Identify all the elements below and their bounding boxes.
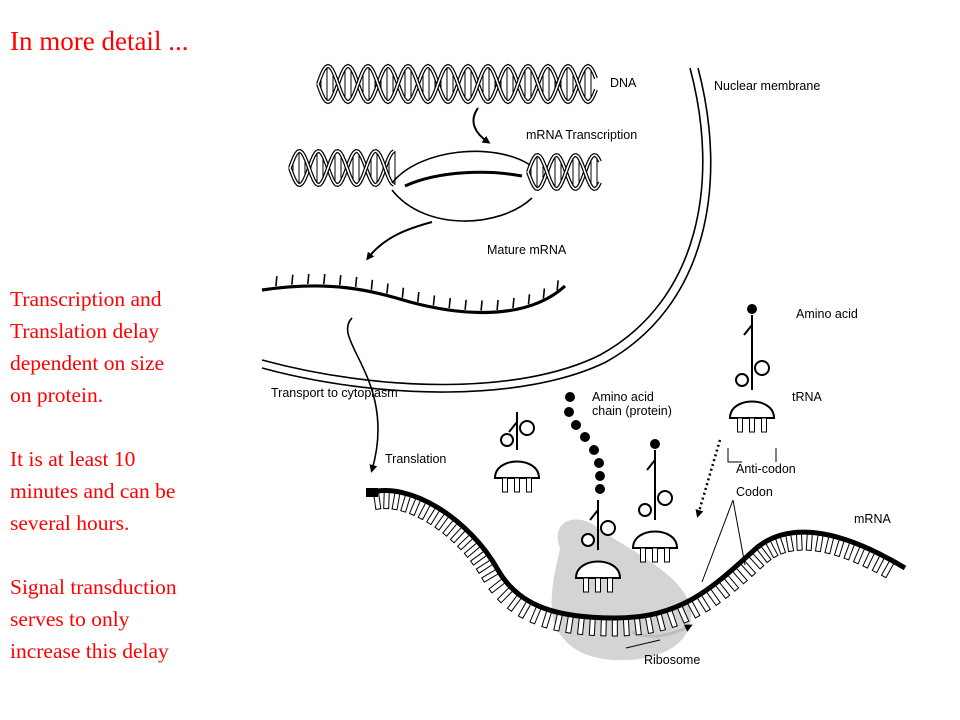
- label-nuclear-membrane: Nuclear membrane: [714, 79, 820, 93]
- side-text: Transcription and Translation delay depe…: [10, 283, 250, 667]
- label-mrna-transcription: mRNA Transcription: [526, 128, 637, 142]
- text-line: Transcription and: [10, 287, 162, 311]
- text-line: dependent on size: [10, 351, 165, 375]
- label-amino-acid-chain-line1: Amino acid: [592, 390, 654, 404]
- paragraph-duration: It is at least 10 minutes and can be sev…: [10, 443, 250, 539]
- nuclear-membrane: [261, 67, 712, 393]
- label-ribosome: Ribosome: [644, 653, 700, 667]
- incoming-trna-arrow: [695, 439, 722, 518]
- trna-group: [493, 304, 776, 593]
- pointer-lines: [625, 448, 777, 649]
- label-codon: Codon: [736, 485, 773, 499]
- paragraph-transcription-delay: Transcription and Translation delay depe…: [10, 283, 250, 411]
- text-line: on protein.: [10, 383, 104, 407]
- label-dna: DNA: [610, 76, 637, 90]
- text-line: increase this delay: [10, 639, 169, 663]
- mature-mrna-strand: [261, 284, 567, 315]
- label-trna: tRNA: [792, 390, 823, 404]
- label-amino-acid-chain-line2: chain (protein): [592, 404, 672, 418]
- text-line: It is at least 10: [10, 447, 136, 471]
- arrow-to-translation: [346, 317, 379, 473]
- amino-acid-chain: [564, 392, 605, 494]
- label-anti-codon: Anti-codon: [736, 462, 796, 476]
- slide-title: In more detail ...: [10, 26, 189, 56]
- ribosome: [551, 519, 692, 661]
- mature-mrna-bases: [275, 273, 559, 311]
- arrow-dna-to-transcription: [472, 107, 491, 144]
- text-line: minutes and can be: [10, 479, 176, 503]
- arrow-to-mature-mrna: [366, 221, 433, 261]
- text-line: serves to only: [10, 607, 130, 631]
- label-translation: Translation: [385, 452, 446, 466]
- label-mature-mrna: Mature mRNA: [487, 243, 567, 257]
- paragraph-signal-transduction: Signal transduction serves to only incre…: [10, 571, 250, 667]
- label-transport-to-cytoplasm: Transport to cytoplasm: [271, 386, 398, 400]
- dna-helix: [316, 63, 598, 105]
- mrna-strand: [367, 488, 907, 621]
- transcription-bubble: [391, 150, 533, 222]
- mrna-5prime-cap: [366, 488, 378, 497]
- label-mrna: mRNA: [854, 512, 891, 526]
- mrna-bases: [372, 489, 896, 637]
- text-line: Signal transduction: [10, 575, 177, 599]
- text-line: Translation delay: [10, 319, 160, 343]
- text-line: several hours.: [10, 511, 130, 535]
- transcription-helix: [288, 148, 602, 192]
- label-amino-acid: Amino acid: [796, 307, 858, 321]
